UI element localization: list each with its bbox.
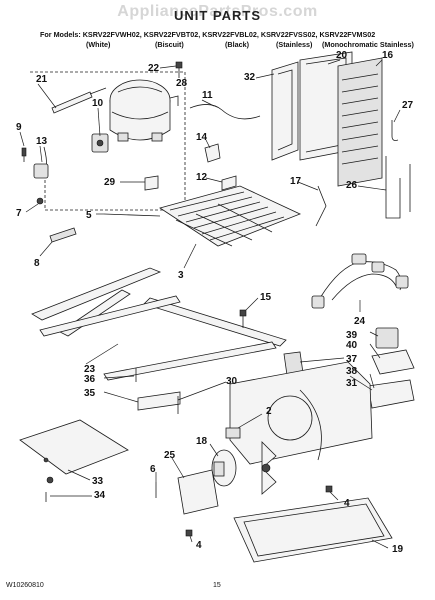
drain-tube-part: [385, 156, 411, 219]
callout-labels: 22 28 21 10 11 32 20 16 27 9 13 14 17 26…: [16, 50, 414, 555]
callout-2: 2: [266, 406, 272, 417]
page-title: UNIT PARTS: [173, 8, 262, 23]
callout-18: 18: [196, 436, 208, 447]
tube-part-11: [189, 104, 261, 120]
rod-part-5: [103, 213, 161, 217]
callout-3: 3: [178, 270, 184, 281]
callout-20: 20: [336, 50, 348, 61]
callout-5: 5: [86, 210, 92, 221]
callout-21: 21: [36, 74, 48, 85]
callout-32: 32: [244, 72, 256, 83]
callout-11: 11: [202, 90, 213, 101]
base-frame-part: [31, 267, 287, 381]
box-part-38: [367, 379, 415, 409]
callout-16: 16: [382, 50, 394, 61]
control-board-part: [371, 349, 415, 375]
callout-37: 37: [346, 354, 358, 365]
cover-plate-part: [19, 419, 129, 484]
document-number: W10260810: [6, 582, 44, 589]
bracket-part-14: [204, 143, 221, 163]
color-white: (White): [86, 40, 111, 49]
callout-33: 33: [92, 476, 104, 487]
color-black: (Black): [225, 40, 249, 49]
mount-plate-part: [137, 391, 181, 411]
callout-4a: 4: [344, 498, 350, 509]
watermark: AppliancePartsPros.com: [117, 3, 318, 20]
callout-26: 26: [346, 180, 358, 191]
bolt-part-28: [175, 61, 183, 78]
callout-8: 8: [34, 258, 40, 269]
model-list: For Models: KSRV22FVWH02, KSRV22FVBT02, …: [40, 30, 376, 39]
leader-lines: [19, 59, 401, 549]
cover-part-39: [375, 327, 399, 349]
callout-13: 13: [36, 136, 48, 147]
motor-bracket-part: [177, 469, 219, 515]
callout-38: 38: [346, 366, 358, 377]
fan-motor-part: [211, 449, 237, 487]
callout-39: 39: [346, 330, 358, 341]
tube-piece-8: [49, 227, 77, 243]
callout-28: 28: [176, 78, 188, 89]
callout-36: 36: [84, 374, 96, 385]
start-relay-part: [91, 133, 109, 153]
color-biscuit: (Biscuit): [155, 40, 184, 49]
color-monochromatic-stainless: (Monochromatic Stainless): [322, 40, 414, 49]
callout-7: 7: [16, 208, 22, 219]
screw-part-9: [21, 147, 27, 162]
screw-part-15: [239, 309, 247, 328]
callout-14: 14: [196, 132, 208, 143]
callout-29: 29: [104, 177, 116, 188]
bushing-part: [225, 427, 241, 439]
compressor-harness-part: [33, 146, 49, 205]
callout-15: 15: [260, 292, 272, 303]
callout-22: 22: [148, 63, 160, 74]
condenser-coil-part: [337, 57, 383, 187]
fan-blade-part: [261, 441, 277, 495]
callout-6: 6: [150, 464, 156, 475]
callout-34: 34: [94, 490, 106, 501]
callout-23: 23: [84, 364, 96, 375]
page-number: 15: [213, 582, 221, 589]
clip-part-29: [144, 175, 159, 191]
callout-9: 9: [16, 122, 22, 133]
clip-part-12: [221, 175, 237, 191]
wire-part-17: [315, 185, 327, 227]
callout-31: 31: [346, 378, 358, 389]
wire-harness-part: [311, 253, 409, 309]
callout-17: 17: [290, 176, 302, 187]
screw-part-4a: [325, 485, 333, 493]
callout-40: 40: [346, 340, 358, 351]
callout-27: 27: [402, 100, 414, 111]
callout-19: 19: [392, 544, 404, 555]
callout-12: 12: [196, 172, 208, 183]
color-stainless: (Stainless): [276, 40, 313, 49]
screw-part-4b: [185, 529, 193, 537]
fan-housing-part: [229, 361, 373, 465]
callout-10: 10: [92, 98, 104, 109]
callout-30: 30: [226, 376, 238, 387]
fan-shroud-part: [271, 61, 299, 161]
hook-part-27: [391, 120, 399, 141]
callout-25: 25: [164, 450, 176, 461]
compressor-part: [109, 79, 179, 142]
capillary-tube-part: [51, 87, 107, 114]
drain-pan-part: [233, 497, 393, 563]
evaporator-coil-part: [159, 185, 302, 247]
callout-35: 35: [84, 388, 96, 399]
callout-4b: 4: [196, 540, 202, 551]
callout-24: 24: [354, 316, 366, 327]
